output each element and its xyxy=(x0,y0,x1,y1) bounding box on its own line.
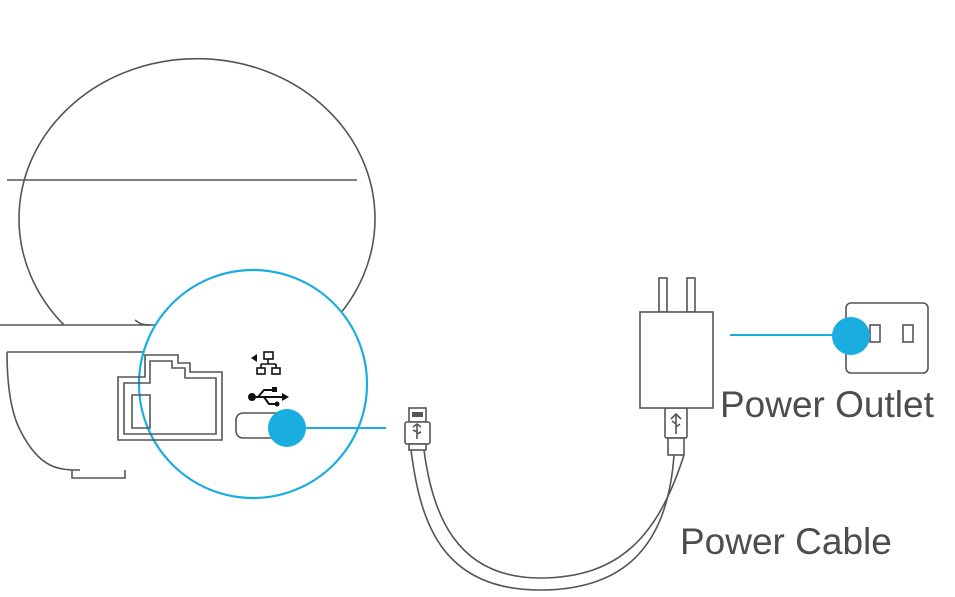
ethernet-port-icon xyxy=(117,354,223,441)
power-outlet-label: Power Outlet xyxy=(720,384,934,425)
camera-dome xyxy=(7,57,376,326)
usb-a-plug xyxy=(664,407,688,456)
power-adapter xyxy=(639,277,714,409)
network-icon xyxy=(251,351,281,375)
magnifier-circle xyxy=(137,268,369,500)
power-cable xyxy=(410,449,685,591)
power-cable-label: Power Cable xyxy=(680,521,892,562)
outlet-connection-dot xyxy=(832,317,870,355)
power-outlet xyxy=(845,302,929,374)
micro-usb-plug xyxy=(404,407,431,451)
usb-icon xyxy=(248,387,289,407)
connection-dot xyxy=(268,409,306,447)
